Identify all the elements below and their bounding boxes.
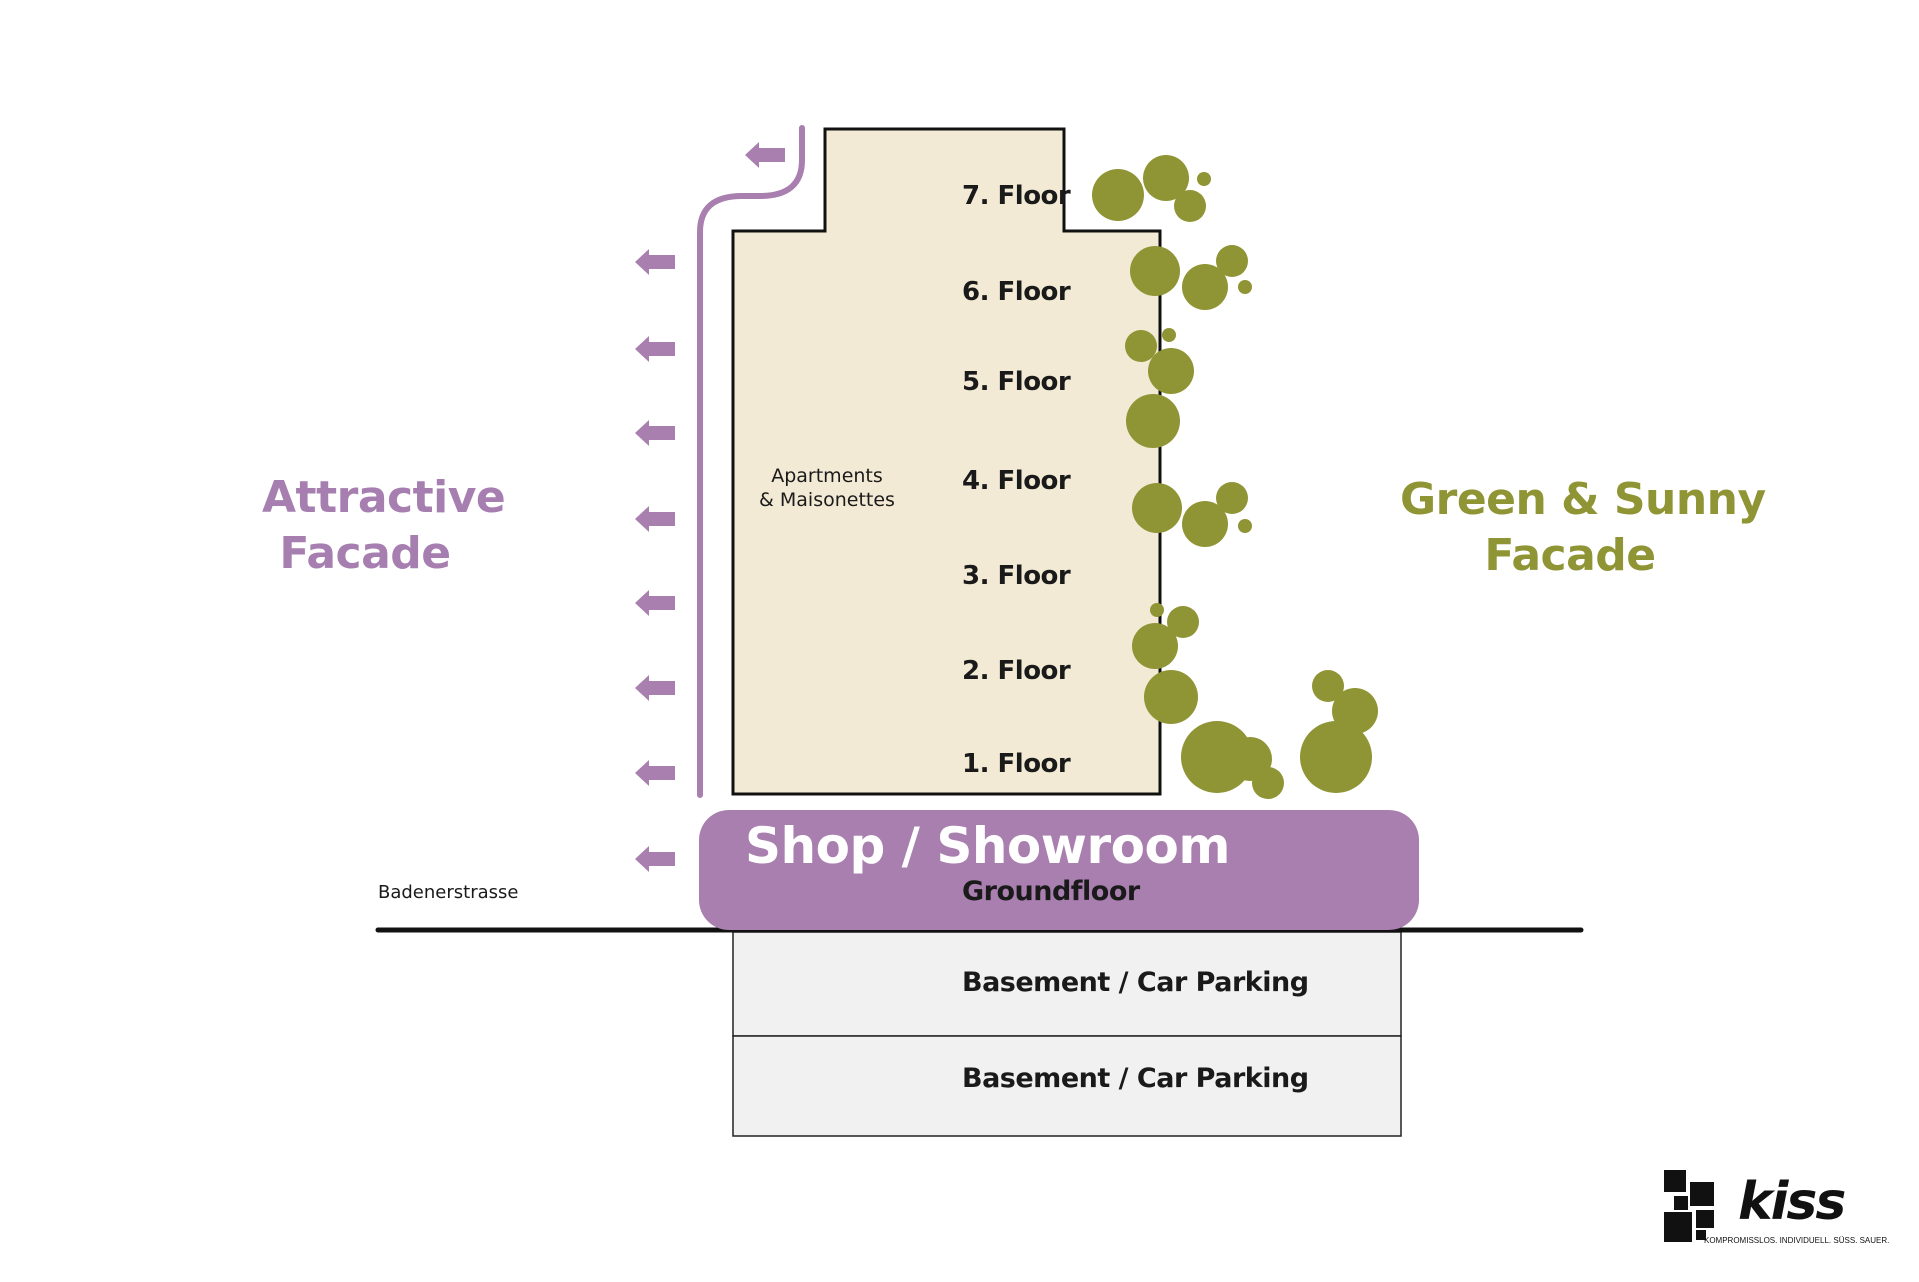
tree-canopy-icon: [1174, 190, 1206, 222]
apartments-line2: & Maisonettes: [759, 489, 895, 511]
arrow-left-icon: [635, 846, 675, 872]
tree-canopy-icon: [1130, 246, 1180, 296]
tree-canopy-icon: [1148, 348, 1194, 394]
basement-label-1: Basement / Car Parking: [962, 967, 1309, 998]
floor-label-7: 7. Floor: [962, 181, 1071, 211]
tree-group: [1092, 155, 1378, 799]
kiss-logo: kiss KOMPROMISSLOS. INDIVIDUELL. SÜSS. S…: [1660, 1164, 1900, 1254]
green-sunny-facade-line1: Green & Sunny: [1400, 474, 1766, 525]
floor-label-3: 3. Floor: [962, 561, 1071, 591]
floor-label-6: 6. Floor: [962, 277, 1071, 307]
arrow-left-icon: [745, 142, 785, 168]
tree-canopy-icon: [1238, 280, 1252, 294]
tree-canopy-icon: [1143, 155, 1189, 201]
attractive-facade-label: Attractive Facade: [262, 470, 506, 582]
floor-label-1: 1. Floor: [962, 749, 1071, 779]
basement-level-1-box: [732, 931, 1402, 1037]
arrow-left-icon: [635, 590, 675, 616]
shop-showroom-block: [699, 810, 1419, 930]
tree-canopy-icon: [1132, 483, 1182, 533]
tree-canopy-icon: [1132, 623, 1178, 669]
arrow-left-icon: [635, 760, 675, 786]
tree-canopy-icon: [1167, 606, 1199, 638]
tree-canopy-icon: [1144, 670, 1198, 724]
green-sunny-facade-label: Green & Sunny Facade: [1400, 472, 1766, 584]
kiss-tagline: KOMPROMISSLOS. INDIVIDUELL. SÜSS. SAUER.: [1704, 1236, 1890, 1245]
kiss-wordmark: kiss: [1738, 1172, 1846, 1232]
tree-canopy-icon: [1182, 264, 1228, 310]
tree-canopy-icon: [1216, 245, 1248, 277]
kiss-logo-mark: [1664, 1170, 1714, 1242]
arrow-left-icon: [635, 420, 675, 446]
arrow-group: [635, 142, 785, 872]
tree-canopy-icon: [1126, 394, 1180, 448]
arrow-left-icon: [635, 675, 675, 701]
tree-canopy-icon: [1150, 603, 1164, 617]
basement-block: [732, 931, 1402, 1137]
arrow-left-icon: [635, 249, 675, 275]
arrow-left-icon: [635, 506, 675, 532]
building-outline: [731, 127, 1162, 796]
tree-canopy-icon: [1162, 328, 1176, 342]
tree-canopy-icon: [1125, 330, 1157, 362]
arrow-left-icon: [635, 336, 675, 362]
tree-canopy-icon: [1092, 169, 1144, 221]
groundfloor-label: Groundfloor: [962, 876, 1140, 907]
tree-canopy-icon: [1252, 767, 1284, 799]
street-label: Badenerstrasse: [378, 882, 519, 903]
tree-canopy-icon: [1312, 670, 1344, 702]
floor-label-5: 5. Floor: [962, 367, 1071, 397]
shop-showroom-title: Shop / Showroom: [745, 817, 1230, 875]
attractive-facade-line1: Attractive: [262, 472, 506, 523]
attractive-facade-line2: Facade: [279, 528, 451, 579]
apartments-label: Apartments & Maisonettes: [742, 464, 912, 512]
facade-line: [697, 125, 805, 798]
tree-canopy-icon: [1197, 172, 1211, 186]
apartments-line1: Apartments: [771, 465, 883, 487]
tree-canopy-icon: [1300, 721, 1372, 793]
basement-label-2: Basement / Car Parking: [962, 1063, 1309, 1094]
tree-canopy-icon: [1216, 482, 1248, 514]
tree-canopy-icon: [1238, 519, 1252, 533]
green-sunny-facade-line2: Facade: [1484, 530, 1656, 581]
basement-level-2-box: [732, 1035, 1402, 1137]
tree-canopy-icon: [1182, 501, 1228, 547]
floor-label-2: 2. Floor: [962, 656, 1071, 686]
floor-label-4: 4. Floor: [962, 466, 1071, 496]
